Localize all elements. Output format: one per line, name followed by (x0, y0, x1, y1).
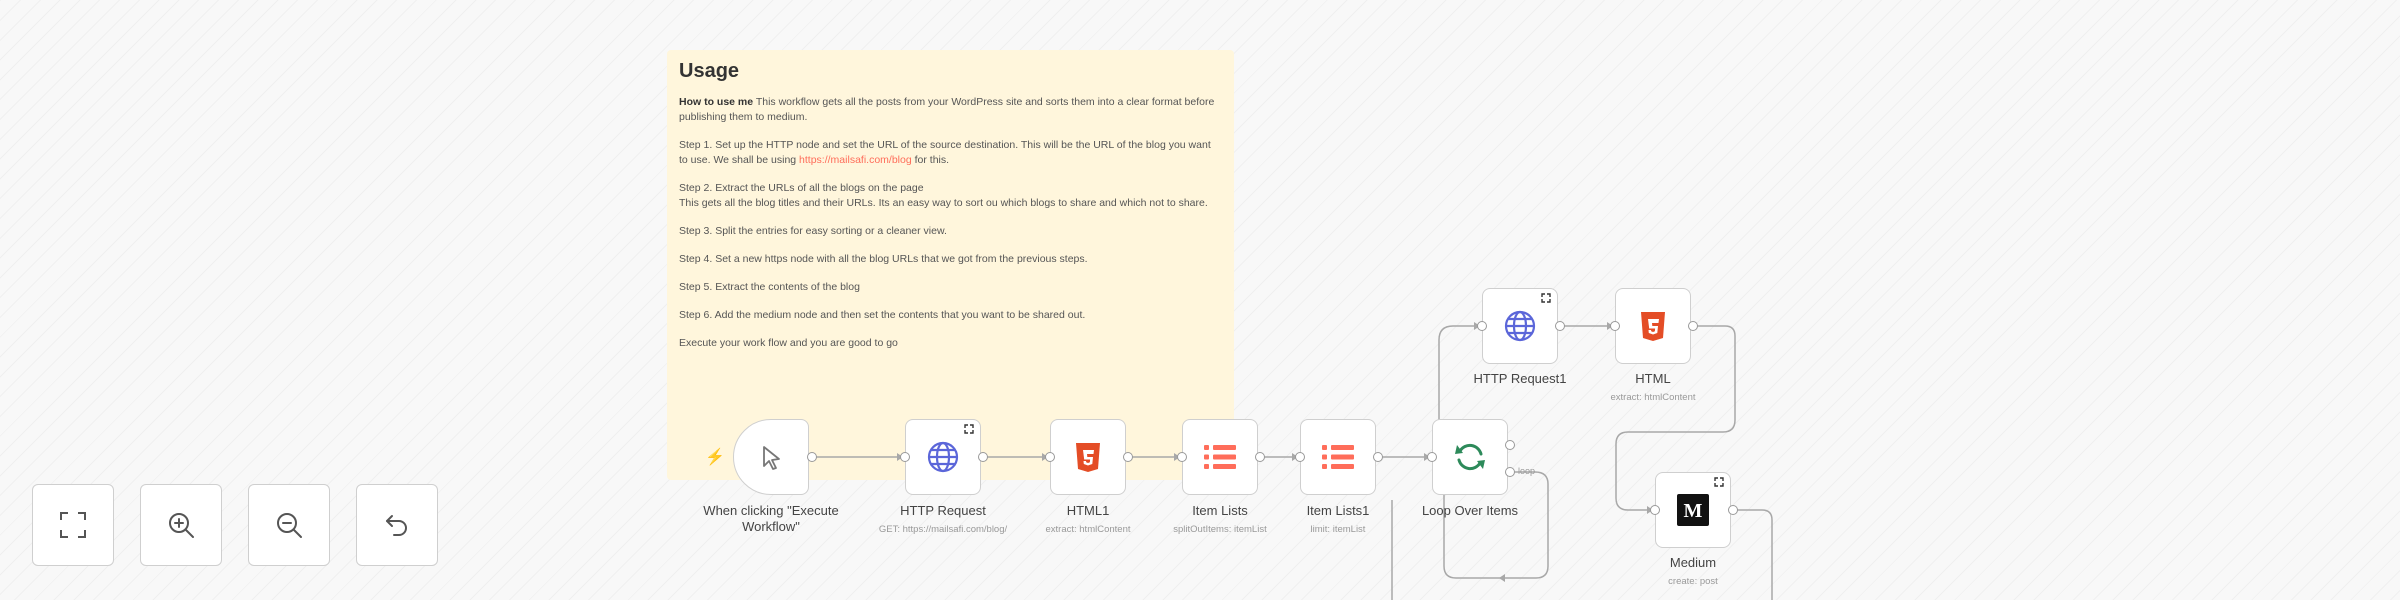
sticky-step6: Step 6. Add the medium node and then set… (679, 309, 1086, 321)
open-subworkflow-icon (964, 424, 974, 434)
loop-done-output-port[interactable] (1505, 440, 1515, 450)
trigger-output-port[interactable] (807, 452, 817, 462)
medium-output-port[interactable] (1728, 505, 1738, 515)
fit-view-button[interactable] (32, 484, 114, 566)
blog-link[interactable]: https://mailsafi.com/blog (799, 154, 912, 166)
sticky-intro: How to use me This workflow gets all the… (679, 96, 1215, 123)
medium-label: Medium (1669, 555, 1717, 570)
item-lists1-output-port[interactable] (1373, 452, 1383, 462)
loop-output-label: loop (1518, 466, 1536, 476)
zoom-in-icon (169, 513, 194, 538)
sticky-step1: Step 1. Set up the HTTP node and set the… (679, 139, 1211, 166)
usage-sticky-note[interactable]: Usage How to use me This workflow gets a… (667, 50, 1234, 480)
open-subworkflow-icon (1541, 293, 1551, 303)
node-loop-over-items[interactable] (1432, 419, 1508, 495)
list-icon (1319, 438, 1357, 476)
html5-icon (1069, 438, 1107, 476)
globe-icon (1501, 307, 1539, 345)
item-lists-output-port[interactable] (1255, 452, 1265, 462)
http-request1-label: HTTP Request1 (1473, 371, 1567, 386)
node-manual-trigger[interactable] (733, 419, 809, 495)
html-label: HTML (1635, 371, 1671, 386)
sticky-step4: Step 4. Set a new https node with all th… (679, 253, 1088, 265)
node-http-request1[interactable] (1482, 288, 1558, 364)
item-lists-input-port[interactable] (1177, 452, 1187, 462)
item-lists1-input-port[interactable] (1295, 452, 1305, 462)
http-request-label: HTTP Request (900, 503, 986, 518)
trigger-bolt-icon: ⚡ (705, 449, 725, 466)
open-subworkflow-icon (1714, 477, 1724, 487)
zoom-out-button[interactable] (248, 484, 330, 566)
trigger-label: When clicking "Execute Workflow" (703, 503, 839, 534)
http-request-sublabel: GET: https://mailsafi.com/blog/ (878, 524, 1008, 535)
node-html1[interactable] (1050, 419, 1126, 495)
http-request-input-port[interactable] (900, 452, 910, 462)
sticky-step2: Step 2. Extract the URLs of all the blog… (679, 182, 1208, 209)
node-item-lists1[interactable] (1300, 419, 1376, 495)
loop-label: Loop Over Items (1421, 503, 1519, 518)
sticky-step3: Step 3. Split the entries for easy sorti… (679, 225, 947, 237)
html1-input-port[interactable] (1045, 452, 1055, 462)
sticky-outro: Execute your work flow and you are good … (679, 337, 898, 349)
sticky-title: Usage (679, 60, 740, 82)
node-medium[interactable]: M (1655, 472, 1731, 548)
loop-loop-output-port[interactable] (1505, 467, 1515, 477)
medium-input-port[interactable] (1650, 505, 1660, 515)
item-lists-sublabel: splitOutItems: itemList (1173, 524, 1267, 535)
html-input-port[interactable] (1610, 321, 1620, 331)
list-icon (1201, 438, 1239, 476)
html-sublabel: extract: htmlContent (1610, 392, 1696, 403)
reset-zoom-button[interactable] (356, 484, 438, 566)
zoom-in-button[interactable] (140, 484, 222, 566)
http-request1-output-port[interactable] (1555, 321, 1565, 331)
http-request1-input-port[interactable] (1477, 321, 1487, 331)
sticky-step5: Step 5. Extract the contents of the blog (679, 281, 860, 293)
zoom-out-icon (277, 513, 302, 538)
refresh-icon (1451, 438, 1489, 476)
globe-icon (924, 438, 962, 476)
item-lists1-sublabel: limit: itemList (1310, 524, 1366, 535)
node-item-lists[interactable] (1182, 419, 1258, 495)
medium-logo-icon: M (1674, 491, 1712, 529)
html1-label: HTML1 (1066, 503, 1110, 518)
http-request-output-port[interactable] (978, 452, 988, 462)
node-html[interactable] (1615, 288, 1691, 364)
node-http-request[interactable] (905, 419, 981, 495)
item-lists1-label: Item Lists1 (1306, 503, 1370, 518)
html1-sublabel: extract: htmlContent (1045, 524, 1131, 535)
item-lists-label: Item Lists (1192, 503, 1248, 518)
undo-icon (386, 515, 407, 536)
html1-output-port[interactable] (1123, 452, 1133, 462)
cursor-icon (752, 438, 790, 476)
fullscreen-icon (60, 512, 86, 538)
html5-icon (1634, 307, 1672, 345)
svg-text:M: M (1684, 500, 1703, 522)
loop-input-port[interactable] (1427, 452, 1437, 462)
medium-sublabel: create: post (1668, 576, 1718, 587)
html-output-port[interactable] (1688, 321, 1698, 331)
